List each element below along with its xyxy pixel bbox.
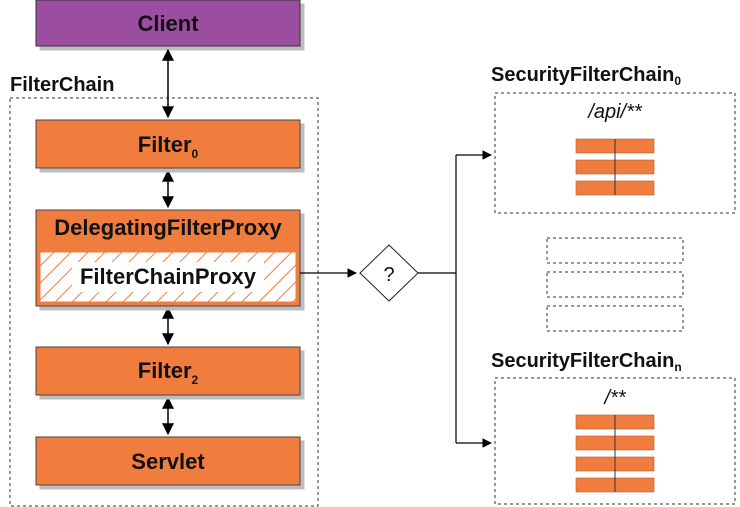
filter-chain-container: FilterChain xyxy=(9,74,319,507)
filter2-subscript: 2 xyxy=(192,373,199,387)
filter2-label: Filter xyxy=(138,358,192,383)
security-chain-0-subscript: 0 xyxy=(674,74,681,88)
filter0-subscript: 0 xyxy=(192,147,199,161)
svg-text:Filter0: Filter0 xyxy=(138,132,199,161)
client-node: Client xyxy=(35,0,301,47)
servlet-label: Servlet xyxy=(131,449,205,474)
placeholder-chains xyxy=(546,237,684,332)
placeholder-chain-3 xyxy=(546,305,684,332)
security-chain-n-subscript: n xyxy=(674,360,681,374)
security-chain-n-filters xyxy=(575,414,655,493)
filter0-label: Filter xyxy=(138,132,192,157)
security-chain-n-title: SecurityFilterChain xyxy=(491,350,674,372)
security-chain-0-title: SecurityFilterChain xyxy=(491,64,674,86)
svg-text:Filter2: Filter2 xyxy=(138,358,199,387)
servlet-node: Servlet xyxy=(35,436,301,486)
security-chain-0-pattern: /api/** xyxy=(586,101,643,123)
branch-lines xyxy=(418,150,492,448)
placeholder-chain-2 xyxy=(546,271,684,298)
security-filter-chain-0: SecurityFilterChain0 /api/** xyxy=(491,64,736,214)
filter0-node: Filter0 xyxy=(35,119,301,169)
decision-diamond: ? xyxy=(359,244,419,302)
svg-text:SecurityFilterChain0: SecurityFilterChain0 xyxy=(491,64,681,88)
delegating-filter-proxy-node: DelegatingFilterProxy FilterChainProxy xyxy=(35,209,301,307)
svg-text:SecurityFilterChainn: SecurityFilterChainn xyxy=(491,350,682,374)
decision-label: ? xyxy=(383,264,394,286)
filter-chain-proxy-label: FilterChainProxy xyxy=(80,264,257,289)
filter2-node: Filter2 xyxy=(35,346,301,396)
client-label: Client xyxy=(137,11,199,36)
delegating-label: DelegatingFilterProxy xyxy=(54,215,282,240)
security-chain-0-filters xyxy=(575,138,655,196)
placeholder-chain-1 xyxy=(546,237,684,264)
security-filter-chain-n: SecurityFilterChainn /** xyxy=(491,350,736,505)
security-chain-n-pattern: /** xyxy=(602,387,626,409)
filter-chain-title: FilterChain xyxy=(10,74,114,96)
